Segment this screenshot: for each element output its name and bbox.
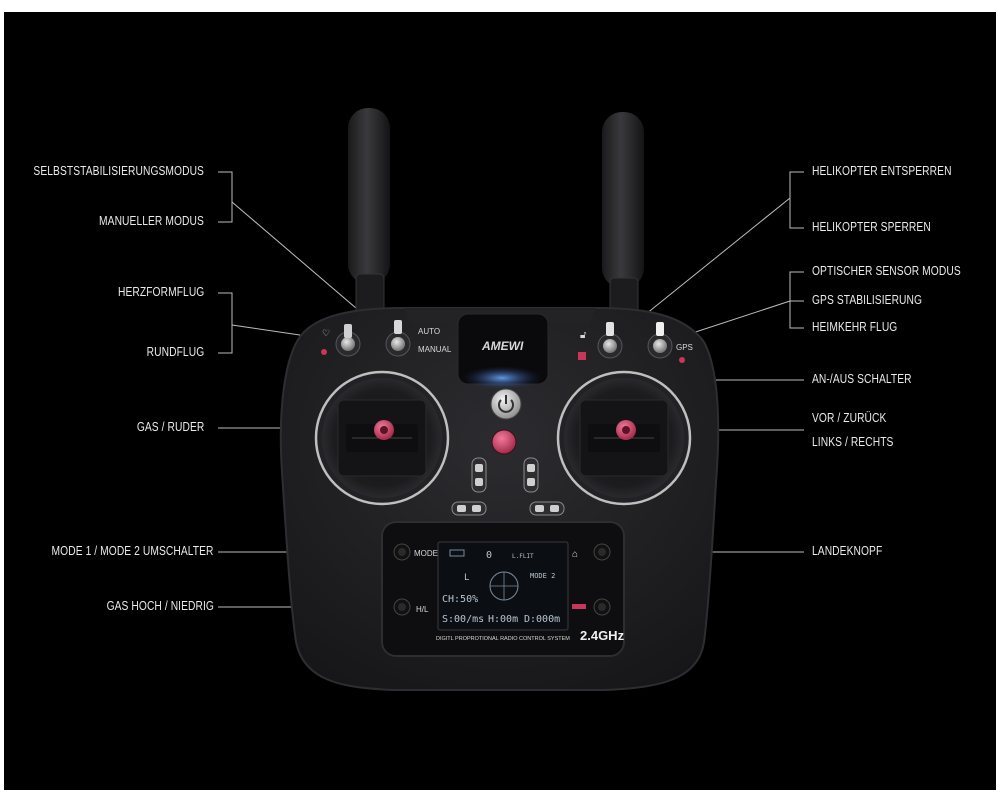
heart-icon: ♡: [322, 328, 330, 338]
leader-self-stab: [218, 171, 233, 223]
band-label: 2.4GHz: [580, 628, 625, 643]
brand-logo: AMEWI: [481, 339, 524, 353]
switch-heart-round[interactable]: ♡: [321, 324, 361, 357]
lcd-channel: 0: [486, 550, 492, 561]
mode-button-label: MODE: [414, 549, 438, 558]
lcd-screen: 0 L.FLIT L MODE 2 CH:50% S:00/ms H:00m D…: [437, 541, 569, 631]
trim-right-horizontal[interactable]: [529, 501, 565, 516]
home-icon: [679, 357, 685, 363]
auto-label: AUTO: [418, 327, 440, 336]
mode-button[interactable]: MODE: [393, 543, 438, 561]
label-gps-stab: GPS STABILISIERUNG: [812, 293, 923, 307]
gps-label: GPS: [676, 343, 693, 352]
battery-icon: [449, 549, 465, 557]
label-home-flight: HEIMKEHR FLUG: [812, 320, 898, 334]
lcd-speed: S:00/ms: [442, 614, 484, 625]
lcd-distance: D:000m: [524, 614, 560, 625]
lcd-throttle: CH:50%: [442, 594, 478, 605]
round-flight-icon: [321, 349, 327, 355]
antenna-right: [602, 112, 644, 319]
lcd-flight-mode: L.FLIT: [512, 553, 534, 560]
center-button[interactable]: [491, 429, 517, 455]
label-heart-flight: HERZFORMFLUG: [117, 285, 204, 299]
label-optical-sensor: OPTISCHER SENSOR MODUS: [812, 264, 961, 278]
label-mode-switch: MODE 1 / MODE 2 UMSCHALTER: [52, 544, 214, 558]
label-throttle-hl: GAS HOCH / NIEDRIG: [106, 599, 214, 613]
label-throttle-rudder: GAS / RUDER: [136, 420, 204, 434]
rc-transmitter: AMEWI ♡ AUTO MANUAL 🔓︎ GP: [279, 108, 720, 691]
label-manual-mode: MANUELLER MODUS: [99, 214, 204, 228]
trim-right-vertical[interactable]: [523, 457, 539, 493]
manual-label: MANUAL: [418, 345, 452, 354]
top-screen: AMEWI: [457, 313, 549, 390]
power-button[interactable]: [490, 388, 522, 420]
hl-button[interactable]: H/L: [393, 598, 429, 616]
trim-left-vertical[interactable]: [471, 457, 487, 493]
label-self-stab-mode: SELBSTSTABILISIERUNGSMODUS: [33, 164, 204, 178]
land-icon: ⌂: [572, 549, 578, 560]
antenna-left: [348, 108, 390, 315]
stick-right-gimbal[interactable]: [556, 370, 692, 506]
label-power-switch: AN-/AUS SCHALTER: [812, 372, 912, 386]
tagline: DIGITL PROPROTIONAL RADIO CONTROL SYSTEM: [436, 636, 570, 642]
switch-lock-unlock[interactable]: 🔓︎: [578, 322, 623, 360]
aux-button[interactable]: [572, 598, 611, 616]
lcd-l: L: [464, 573, 469, 583]
unlock-icon: 🔓︎: [580, 330, 587, 341]
lcd-mode: MODE 2: [530, 572, 555, 580]
label-lock: HELIKOPTER SPERREN: [812, 220, 931, 234]
lcd-height: H:00m: [488, 614, 518, 625]
product-stage: AMEWI ♡ AUTO MANUAL 🔓︎ GP: [4, 12, 996, 790]
label-unlock: HELIKOPTER ENTSPERREN: [812, 164, 952, 178]
switch-auto-manual[interactable]: AUTO MANUAL: [385, 320, 452, 357]
leader-heart: [218, 292, 233, 354]
trim-left-horizontal[interactable]: [451, 501, 487, 516]
lock-icon: [578, 352, 586, 360]
aux-indicator: [572, 604, 586, 609]
switch-gps-mode[interactable]: GPS: [647, 322, 693, 363]
stick-left-gimbal[interactable]: [314, 370, 450, 506]
land-button[interactable]: ⌂: [572, 543, 611, 561]
leader-optical: [789, 271, 804, 329]
leader-unlock: [789, 171, 804, 229]
label-land-button: LANDEKNOPF: [812, 544, 883, 558]
label-forward-back: VOR / ZURÜCK: [812, 411, 887, 425]
hl-button-label: H/L: [416, 605, 429, 614]
label-round-flight: RUNDFLUG: [146, 345, 204, 359]
label-left-right: LINKS / RECHTS: [812, 435, 894, 449]
